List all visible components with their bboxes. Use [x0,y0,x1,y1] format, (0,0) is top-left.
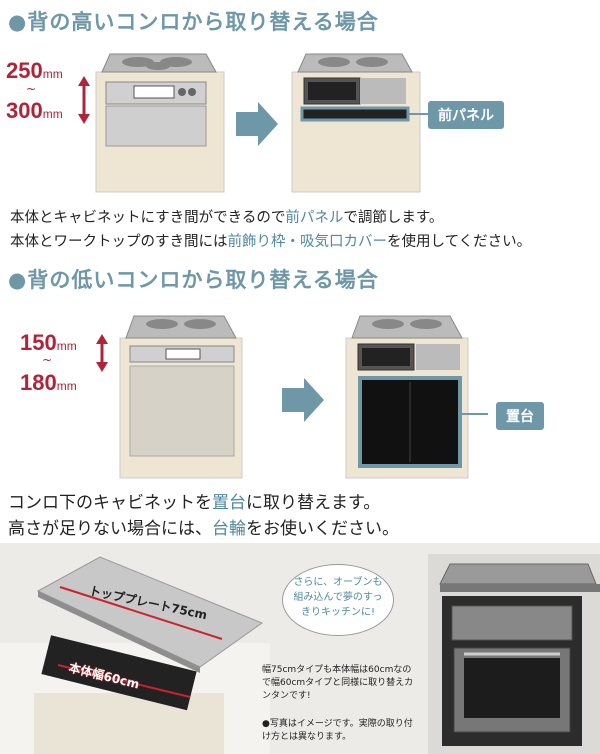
cabinet-before-1 [95,53,225,193]
cabinet-before-2 [119,315,243,479]
height-arrow-1 [78,76,90,124]
section2-line2: 高さが足りない場合には、台輪をお使いください。 [8,519,399,539]
dim-tilde: ~ [26,82,37,96]
dim-bottom-180: 180mm [20,370,77,395]
dim-top-250: 250mm [6,58,63,83]
stand-tag: 置台 [496,402,544,430]
dim-bottom-300: 300mm [6,98,63,123]
arrow-right-1 [236,102,278,146]
oven-kitchen-photo [428,554,600,754]
section1-heading: ●背の高いコンロから取り替える場合 [8,10,379,34]
dim-top-150: 150mm [20,330,77,355]
section2-illustration [96,315,488,479]
front-panel-tag: 前パネル [428,101,504,129]
cooktop-photo [0,556,270,754]
section1-illustration [78,53,428,193]
cabinet-after-2 [345,315,488,479]
speech-bubble: さらに、オーブンも組み込んで夢のすっきりキッチンに! [282,564,394,636]
note-2: ●写真はイメージです。実際の取り付け方とは異なります。 [262,719,413,742]
height-arrow-2 [96,334,108,372]
cabinet-after-1 [291,53,428,193]
arrow-right-2 [282,378,324,422]
section2-heading: ●背の低いコンロから取り替える場合 [8,268,379,292]
section2-line1: コンロ下のキャビネットを置台に取り替えます。 [8,493,381,513]
section1-line1: 本体とキャビネットにすき間ができるので前パネルで調節します。 [10,210,444,226]
dim-tilde-2: ~ [42,353,53,367]
note-1: 幅75cmタイプも本体幅は60cmなので幅60cmタイプと同様に取り替えカンタン… [262,665,414,701]
section1-line2: 本体とワークトップのすき間には前飾り枠・吸気口カバーを使用してください。 [10,234,532,250]
